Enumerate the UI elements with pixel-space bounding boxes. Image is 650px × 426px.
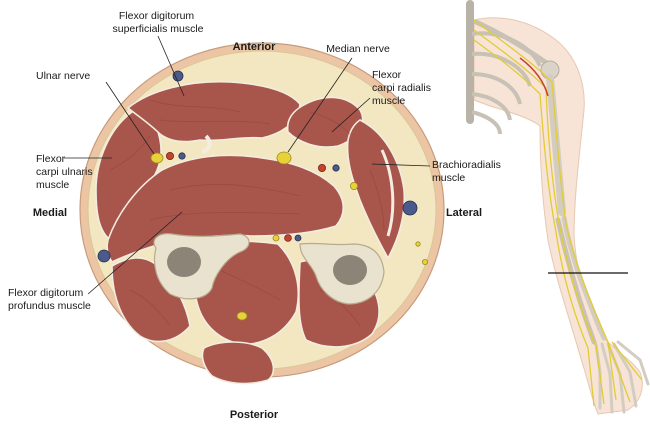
label-brachioradialis: Brachioradialis muscle (432, 159, 504, 184)
label-fcr: Flexor carpi radialis muscle (372, 69, 434, 107)
label-ulnar-nerve: Ulnar nerve (36, 70, 90, 82)
label-fcu: Flexor carpi ulnaris muscle (36, 153, 96, 191)
posterior-muscle-left (111, 257, 191, 343)
radial-vein (332, 164, 340, 172)
ulnar-vein (178, 152, 186, 160)
median-antebrachial-vein (172, 70, 184, 82)
superficial-nerve-dot-2 (415, 241, 421, 247)
radial-artery (317, 163, 326, 172)
orientation-anterior: Anterior (233, 41, 277, 53)
anterior-interosseous-nerve (272, 234, 280, 242)
label-fcu-line-2: carpi ulnaris (36, 166, 93, 178)
flexor-carpi-ulnaris-muscle (95, 109, 162, 239)
label-brachioradialis-line-1: Brachioradialis (432, 159, 501, 171)
clavicle (473, 19, 551, 67)
label-fdp-line-2: profundus muscle (8, 300, 91, 312)
anterior-interosseous-artery (284, 234, 292, 242)
label-fdp: Flexor digitorum profundus muscle (8, 287, 91, 312)
anterior-interosseous-vein (294, 234, 302, 242)
label-brachioradialis-line-2: muscle (432, 172, 465, 184)
callouts: Flexor digitorum superficialis muscle Me… (8, 10, 504, 312)
flexor-digitorum-superficialis-muscle (126, 80, 301, 143)
muscle-group (95, 80, 406, 385)
label-fcu-line-1: Flexor (36, 153, 66, 165)
orientation-posterior: Posterior (230, 409, 279, 421)
ulna-marrow (167, 247, 201, 277)
median-nerve (276, 151, 292, 165)
arm-illustration (466, 0, 650, 415)
tendon-anterior (201, 134, 212, 154)
cephalic-vein (402, 200, 418, 216)
orientation-lateral: Lateral (446, 207, 482, 219)
forearm-radius (561, 215, 607, 341)
arm-nerves (473, 19, 643, 407)
rib-cage (466, 0, 542, 135)
label-fcr-line-1: Flexor (372, 69, 402, 81)
flexor-carpi-radialis-muscle (286, 96, 364, 148)
ulnar-nerve (150, 152, 164, 164)
label-ulnar-nerve-line-1: Ulnar nerve (36, 70, 90, 82)
muscle-fibres (109, 99, 385, 327)
label-fds: Flexor digitorum superficialis muscle (112, 10, 203, 35)
posterior-interosseous-nerve (236, 311, 248, 321)
leader-brachioradialis (371, 163, 431, 167)
leader-ulnar-nerve (105, 81, 155, 155)
label-fdp-line-1: Flexor digitorum (8, 287, 84, 299)
superficial-nerve-dot (421, 258, 428, 265)
label-fds-line-2: superficialis muscle (112, 23, 203, 35)
label-fcr-line-2: carpi radialis (372, 82, 431, 94)
arm-artery (519, 57, 549, 97)
leader-median-nerve (287, 57, 353, 153)
orientation-medial: Medial (33, 207, 67, 219)
posterior-muscle-bottom (201, 341, 275, 385)
label-fcu-line-3: muscle (36, 179, 69, 191)
radial-nerve-superficial (349, 181, 358, 190)
tendon-brachio (380, 149, 395, 237)
label-median-nerve: Median nerve (326, 43, 390, 55)
cross-section (79, 42, 445, 385)
bones (153, 233, 385, 305)
ulnar-artery (165, 151, 174, 160)
humerus (546, 74, 566, 216)
radius-marrow (333, 255, 367, 285)
label-fds-line-1: Flexor digitorum (119, 10, 195, 22)
label-fcr-line-3: muscle (372, 95, 405, 107)
basilic-vein (97, 249, 111, 263)
leader-fcr (331, 97, 371, 133)
leader-fdp (87, 211, 183, 295)
neurovascular (97, 70, 428, 321)
leader-fds (157, 35, 185, 97)
label-median-nerve-line-1: Median nerve (326, 43, 390, 55)
